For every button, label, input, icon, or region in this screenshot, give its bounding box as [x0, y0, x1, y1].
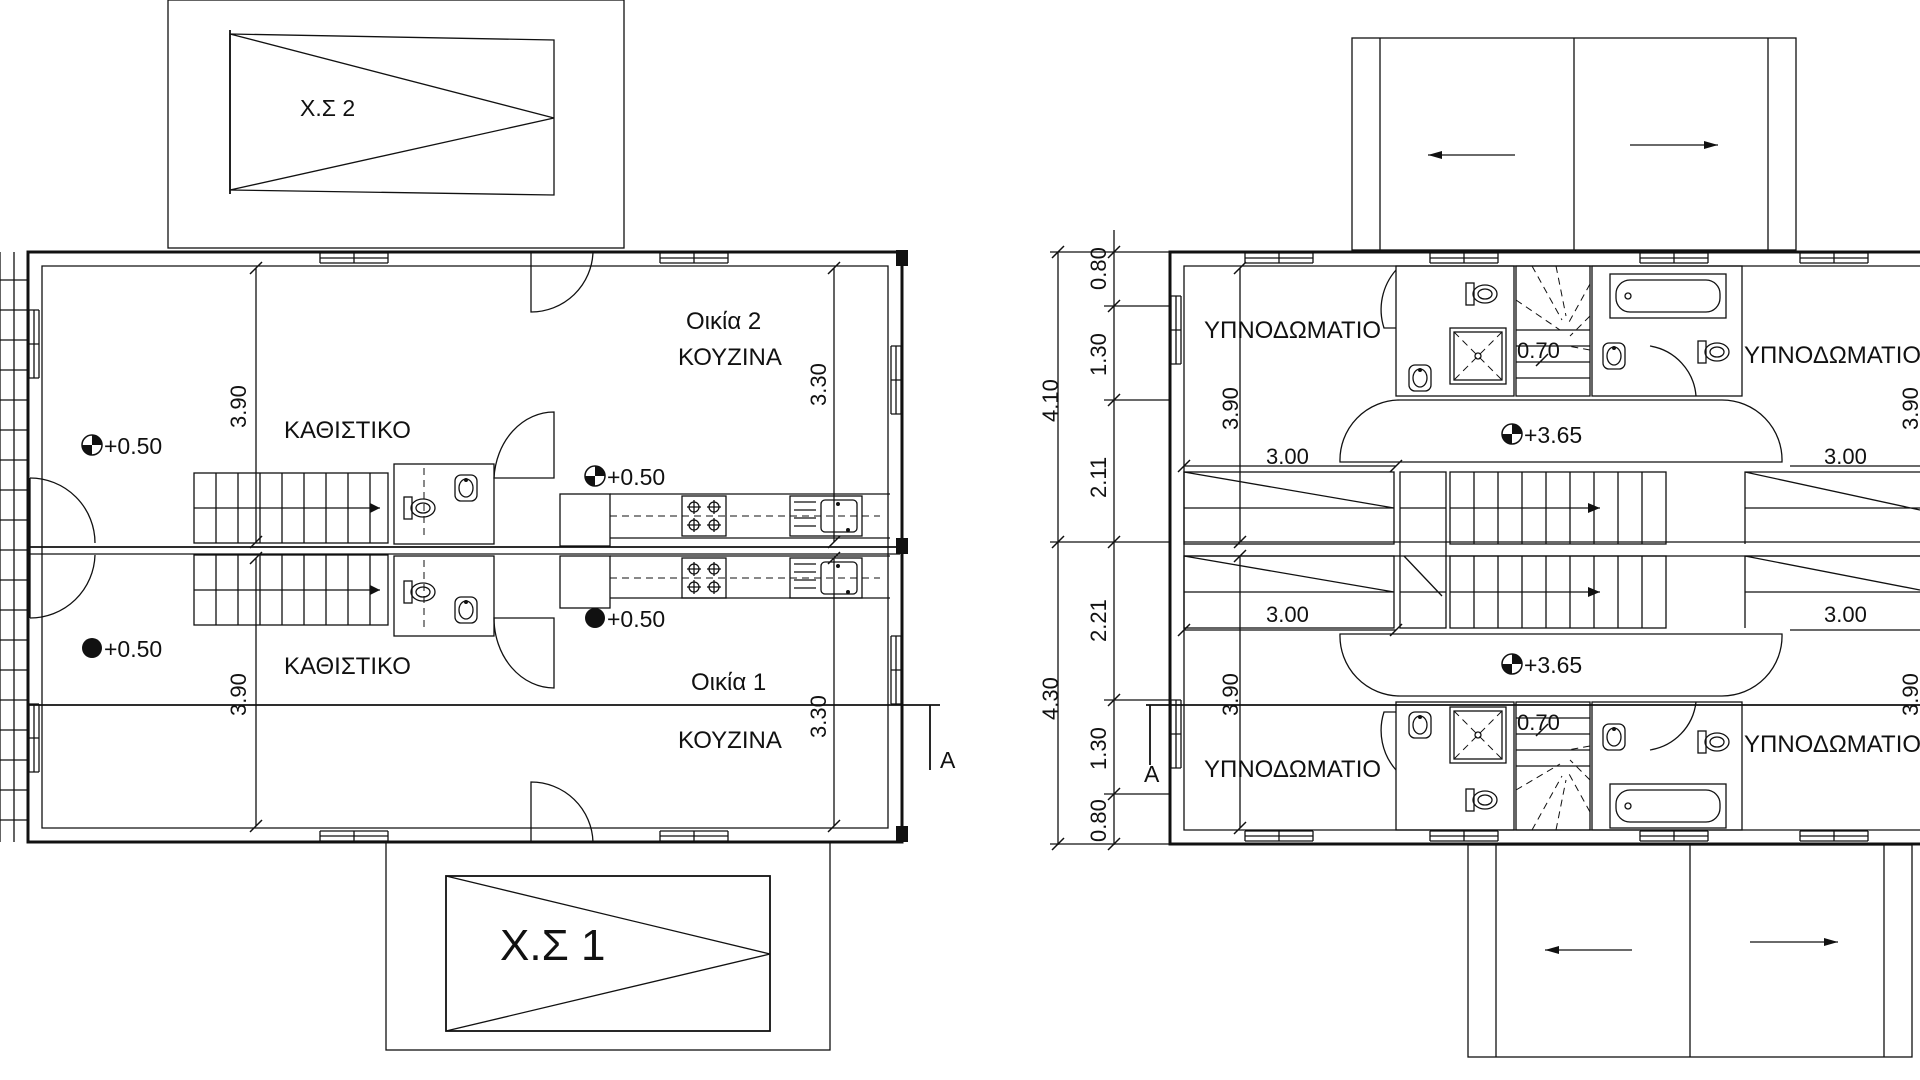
kitchen-2-label: ΚΟΥΖΙΝΑ [678, 344, 782, 371]
stair-arrow-icon [370, 585, 380, 595]
winder-stairs [1515, 265, 1591, 831]
dim-ff-r9: 3.90 [1898, 387, 1920, 430]
dim-ff-v2: 1.30 [1086, 333, 1111, 376]
level-ff-2: +3.65 [1524, 652, 1582, 678]
stair-void [1183, 471, 1920, 629]
bedroom-bottom-left-label: ΥΠΝΟΔΩΜΑΤΙΟ [1204, 756, 1381, 783]
dim-ff-v6: 0.80 [1086, 799, 1111, 842]
dim-gf-1: 3.90 [226, 385, 251, 428]
landing-bottom [1339, 633, 1783, 697]
level-gf-4: +0.50 [607, 606, 665, 632]
arrow-icon [1428, 141, 1718, 159]
house-2-label: Οικία 2 [686, 308, 761, 335]
exterior-wall [1168, 250, 1920, 846]
dim-ff-r8: 0.70 [1517, 710, 1560, 735]
wc-house-1 [393, 555, 495, 637]
dim-gf-3: 3.90 [226, 673, 251, 716]
parking-space-1 [385, 841, 831, 1051]
staircase-house-2 [193, 472, 389, 544]
bathroom-bottom-right [1591, 701, 1743, 831]
section-label-gf: A [940, 747, 956, 773]
staircase-house-1 [193, 554, 389, 626]
level-ff-1: +3.65 [1524, 422, 1582, 448]
dim-ff-r4: 3.00 [1824, 444, 1867, 469]
bathroom-bottom-left [1395, 701, 1515, 831]
living-1-label: ΚΑΘΙΣΤΙΚΟ [284, 653, 411, 680]
dim-ff-overall-2: 4.30 [1038, 677, 1063, 720]
level-gf-2: +0.50 [607, 464, 665, 490]
dim-ff-v3: 2.11 [1086, 457, 1111, 498]
bedroom-top-left-label: ΥΠΝΟΔΩΜΑΤΙΟ [1204, 317, 1381, 344]
dim-ff-r2: 3.90 [1218, 673, 1243, 716]
bathroom-top-left [1395, 265, 1515, 397]
dim-ff-r1: 3.90 [1218, 387, 1243, 430]
landing-top [1339, 399, 1783, 463]
dim-gf-4: 3.30 [806, 695, 831, 738]
level-gf-3: +0.50 [104, 636, 162, 662]
dim-gf-2: 3.30 [806, 363, 831, 406]
dim-ff-overall-1: 4.10 [1038, 379, 1063, 422]
dim-ff-r5: 3.00 [1266, 602, 1309, 627]
section-label-ff: A [1144, 761, 1160, 787]
living-2-label: ΚΑΘΙΣΤΙΚΟ [284, 417, 411, 444]
level-gf-1: +0.50 [104, 433, 162, 459]
first-floor-plan: ΥΠΝΟΔΩΜΑΤΙΟ ΥΠΝΟΔΩΜΑΤΙΟ ΥΠΝΟΔΩΜΑΤΙΟ ΥΠΝΟ… [1038, 37, 1920, 1058]
terrace-tiles [0, 252, 28, 842]
house-1-label: Οικία 1 [691, 669, 766, 696]
parking-label-1: Χ.Σ 1 [500, 921, 605, 970]
parking-label-2: Χ.Σ 2 [300, 95, 355, 121]
bedroom-top-right-label: ΥΠΝΟΔΩΜΑΤΙΟ [1744, 342, 1920, 369]
dim-ff-v1: 0.80 [1086, 247, 1111, 290]
bathroom-top-right [1591, 265, 1743, 397]
door-swing-icon [1380, 269, 1697, 771]
bedroom-bottom-right-label: ΥΠΝΟΔΩΜΑΤΙΟ [1744, 731, 1920, 758]
dim-ff-r7: 0.70 [1517, 338, 1560, 363]
parking-space-2 [167, 0, 625, 249]
dim-ff-v5: 1.30 [1086, 727, 1111, 770]
wc-house-2 [393, 463, 495, 545]
section-line [1146, 704, 1920, 765]
ground-floor-plan: Χ.Σ 2 Χ.Σ 1 Οικία 2 Οικία 1 ΚΟΥΖΙΝΑ ΚΟΥΖ… [0, 0, 956, 1051]
stair-arrow-icon [1588, 503, 1600, 597]
arrow-icon [1545, 938, 1838, 954]
dim-ff-r3: 3.00 [1266, 444, 1309, 469]
dim-ff-v4: 2.21 [1086, 599, 1111, 642]
section-line [28, 704, 940, 770]
dim-ff-r10: 3.90 [1898, 673, 1920, 716]
stair-arrow-icon [370, 503, 380, 513]
kitchen-1-label: ΚΟΥΖΙΝΑ [678, 727, 782, 754]
dim-ff-r6: 3.00 [1824, 602, 1867, 627]
staircase-first-floor [1399, 471, 1667, 629]
dimension-chain [1050, 230, 1170, 851]
